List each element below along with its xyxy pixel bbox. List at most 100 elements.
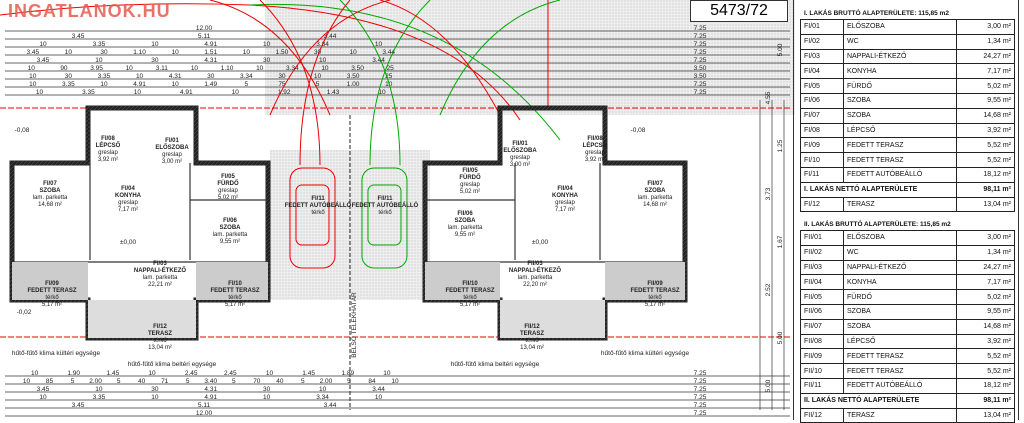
dimension-label: 10 <box>39 41 47 48</box>
dimension-label: 7.25 <box>694 402 707 409</box>
room-floor: lam. parketta <box>33 195 68 201</box>
room-code: FI/05 <box>221 174 235 180</box>
room-code: FI/07 <box>800 107 844 124</box>
room-code: FII/07 <box>800 318 844 335</box>
room-floor: lam. parketta <box>213 232 248 238</box>
dimension-label: 3.34 <box>286 65 299 72</box>
room-area: 9,55 m² <box>455 232 475 238</box>
dimension-label: 7.25 <box>694 378 707 385</box>
equipment-outdoor-label: hűtő-fűtő klima kültéri egysége <box>601 350 690 357</box>
room-floor: greslap <box>460 182 480 188</box>
dimension-label: 3.95 <box>90 65 103 72</box>
dimension-label: 3.73 <box>765 187 772 200</box>
dimension-label: 10 <box>134 89 142 96</box>
room-code: FI/09 <box>45 281 59 287</box>
dimension-label: 1.10 <box>133 49 146 56</box>
dimension-label: 10 <box>391 378 399 385</box>
room-name: FEDETT TERASZ <box>446 288 495 294</box>
site-boundary-label: BELSŐ TELEKHATÁR <box>349 292 358 358</box>
room-name: FÜRDŐ <box>843 78 957 94</box>
dimension-label: 4.91 <box>204 394 217 401</box>
room-code: FII/07 <box>647 181 663 187</box>
room-code: FI/06 <box>223 218 237 224</box>
room-code: FI/04 <box>800 63 844 80</box>
dimension-label: 10 <box>100 81 108 88</box>
room-name: FEDETT AUTÓBEÁLLÓ <box>843 166 957 183</box>
dimension-label: 5.11 <box>198 402 211 409</box>
dimension-label: 3.35 <box>93 41 106 48</box>
room-area: 5,17 m² <box>225 302 245 308</box>
dimension-label: 40 <box>138 378 146 385</box>
room-area: 5,52 m² <box>956 348 1015 365</box>
room-code: FII/04 <box>557 186 573 192</box>
dimension-label: 7.25 <box>694 33 707 40</box>
room-code: FI/11 <box>311 196 325 202</box>
room-code: FII/08 <box>587 136 603 142</box>
room-name: LÉPCSŐ <box>583 141 608 149</box>
room-code: FI/02 <box>800 33 844 50</box>
room-code: FII/04 <box>800 274 844 291</box>
room-area: 5,52 m² <box>956 152 1015 168</box>
dimension-label: 2.45 <box>224 370 237 377</box>
dimension-label: 12.00 <box>196 25 213 32</box>
dimension-label: 7.25 <box>694 410 707 417</box>
room-name: TERASZ <box>843 407 957 423</box>
room-code: FII/03 <box>800 259 844 276</box>
room-code: FII/12 <box>800 407 844 423</box>
room-code: FI/12 <box>153 324 167 330</box>
dimension-label: 10 <box>36 89 44 96</box>
room-code: FI/07 <box>43 181 57 187</box>
dimension-label: 10 <box>378 89 386 96</box>
dimension-label: 71 <box>161 378 169 385</box>
dimension-label: 3.45 <box>37 57 50 64</box>
dimension-label: 2.52 <box>765 283 772 296</box>
dimension-label: 30 <box>263 386 271 393</box>
room-floor: greslap <box>218 188 238 194</box>
room-area: 3,00 m² <box>510 162 530 168</box>
dimension-label: 25 <box>387 65 395 72</box>
room-code: FI/01 <box>800 19 844 35</box>
dimension-label: 4.31 <box>204 386 217 393</box>
dimension-label: 10 <box>151 41 159 48</box>
room-floor: greslap <box>118 200 138 206</box>
dimension-label: 10 <box>148 370 156 377</box>
dimension-label: 1.45 <box>107 370 120 377</box>
room-area: 9,55 m² <box>956 303 1015 320</box>
room-area: 18,12 m² <box>956 377 1015 394</box>
room-floor: lam. parketta <box>518 275 553 281</box>
dimension-label: 10 <box>375 394 383 401</box>
room-name: TERASZ <box>148 331 172 337</box>
room-area: 9,55 m² <box>220 239 240 245</box>
room-name: FEDETT TERASZ <box>843 363 957 379</box>
room-area: 5,02 m² <box>218 195 238 201</box>
dimension-label: 30 <box>263 57 271 64</box>
room-code: FI/05 <box>800 78 844 94</box>
room-area: 14,68 m² <box>38 202 62 208</box>
dimension-label: 3.50 <box>347 73 360 80</box>
dimension-label: 3.44 <box>372 386 385 393</box>
room-code: FI/08 <box>800 122 844 139</box>
dimension-label: 30 <box>151 57 159 64</box>
dimension-label: 10 <box>191 65 199 72</box>
dimension-label: 70 <box>253 378 261 385</box>
dimension-label: 3.34 <box>316 394 329 401</box>
room-name: FEDETT TERASZ <box>843 152 957 168</box>
room-code: FI/11 <box>800 166 844 183</box>
room-area: 3,00 m² <box>956 19 1015 35</box>
room-code: FII/09 <box>647 281 663 287</box>
room-name: NAPPALI-ÉTKEZŐ <box>134 266 187 274</box>
